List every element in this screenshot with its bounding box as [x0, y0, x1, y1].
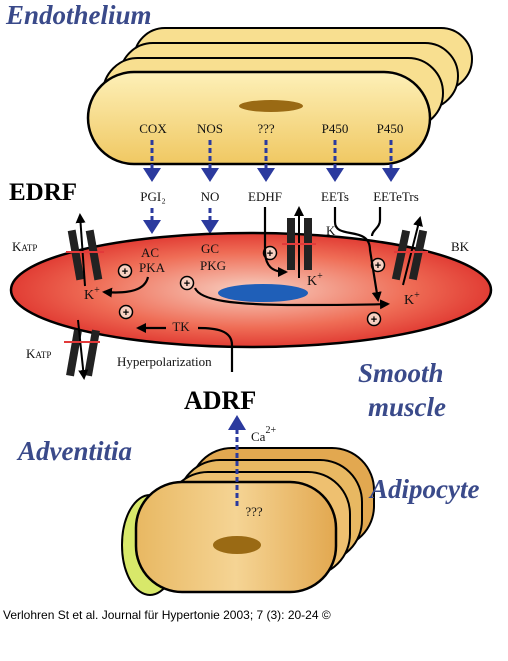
mediator-eetetrs: EETeTrs	[373, 189, 419, 204]
katp-channel-top	[66, 213, 104, 287]
mediator-eets: EETs	[321, 189, 349, 204]
endothelium-nucleus	[239, 100, 303, 112]
endothelium-front-cell	[86, 70, 432, 166]
smooth-muscle-nucleus	[218, 284, 308, 302]
title-adipocyte: Adipocyte	[368, 474, 479, 504]
label-k-plus-center: K+	[307, 271, 323, 289]
title-smooth-muscle-2: muscle	[368, 392, 446, 422]
arrow-eetetrs-join	[370, 207, 382, 237]
label-adrf: ADRF	[184, 386, 256, 415]
endothelium-cells	[86, 27, 473, 166]
enzyme-nos: NOS	[197, 121, 223, 136]
enzyme-p450-1: P450	[322, 121, 349, 136]
label-tk: TK	[172, 319, 190, 334]
mediator-no: NO	[201, 189, 220, 204]
k-channel-center	[282, 206, 316, 278]
label-pka: PKA	[139, 260, 166, 275]
katp-channel-bottom	[64, 319, 100, 380]
arrow-edhf-to-k	[263, 207, 288, 277]
label-k-plus-left: K+	[84, 285, 100, 303]
bk-channel	[391, 216, 428, 286]
arrow-pkg-to-k	[193, 287, 390, 310]
svg-text:+: +	[122, 266, 128, 278]
enzyme-p450-2: P450	[377, 121, 404, 136]
title-endothelium: Endothelium	[5, 0, 152, 30]
svg-text:+: +	[184, 278, 190, 290]
label-ac: AC	[141, 245, 159, 260]
mediator-edhf: EDHF	[248, 189, 282, 204]
label-k: K	[326, 223, 336, 238]
label-bk: BK	[451, 239, 470, 254]
label-edrf: EDRF	[9, 179, 77, 206]
label-pkg: PKG	[200, 258, 226, 273]
arrow-eets-to-bk	[333, 207, 382, 302]
enzyme-cox: COX	[139, 121, 167, 136]
label-adipocyte-unknown: ???	[245, 504, 263, 519]
label-ca: Ca2+	[251, 425, 276, 444]
enzyme-unknown: ???	[257, 121, 275, 136]
label-katp-bottom: KATP	[26, 346, 51, 361]
label-katp-top: KATP	[12, 239, 37, 254]
title-smooth-muscle-1: Smooth	[358, 358, 444, 388]
svg-text:+: +	[267, 248, 273, 260]
arrow-pka-to-katp	[102, 276, 150, 298]
adipocyte-cells	[121, 447, 375, 596]
arrow-tk	[197, 326, 234, 372]
label-hyperpolarization: Hyperpolarization	[117, 354, 212, 369]
citation-caption: Verlohren St et al. Journal für Hyperton…	[3, 608, 331, 622]
label-k-plus-right: K+	[404, 290, 420, 308]
mediator-pgi2: PGI₂	[140, 189, 165, 204]
svg-text:+: +	[375, 260, 381, 272]
label-gc: GC	[201, 241, 219, 256]
adipocyte-nucleus	[213, 536, 261, 554]
svg-text:+: +	[371, 314, 377, 326]
svg-text:+: +	[123, 307, 129, 319]
title-adventitia: Adventitia	[16, 436, 132, 466]
